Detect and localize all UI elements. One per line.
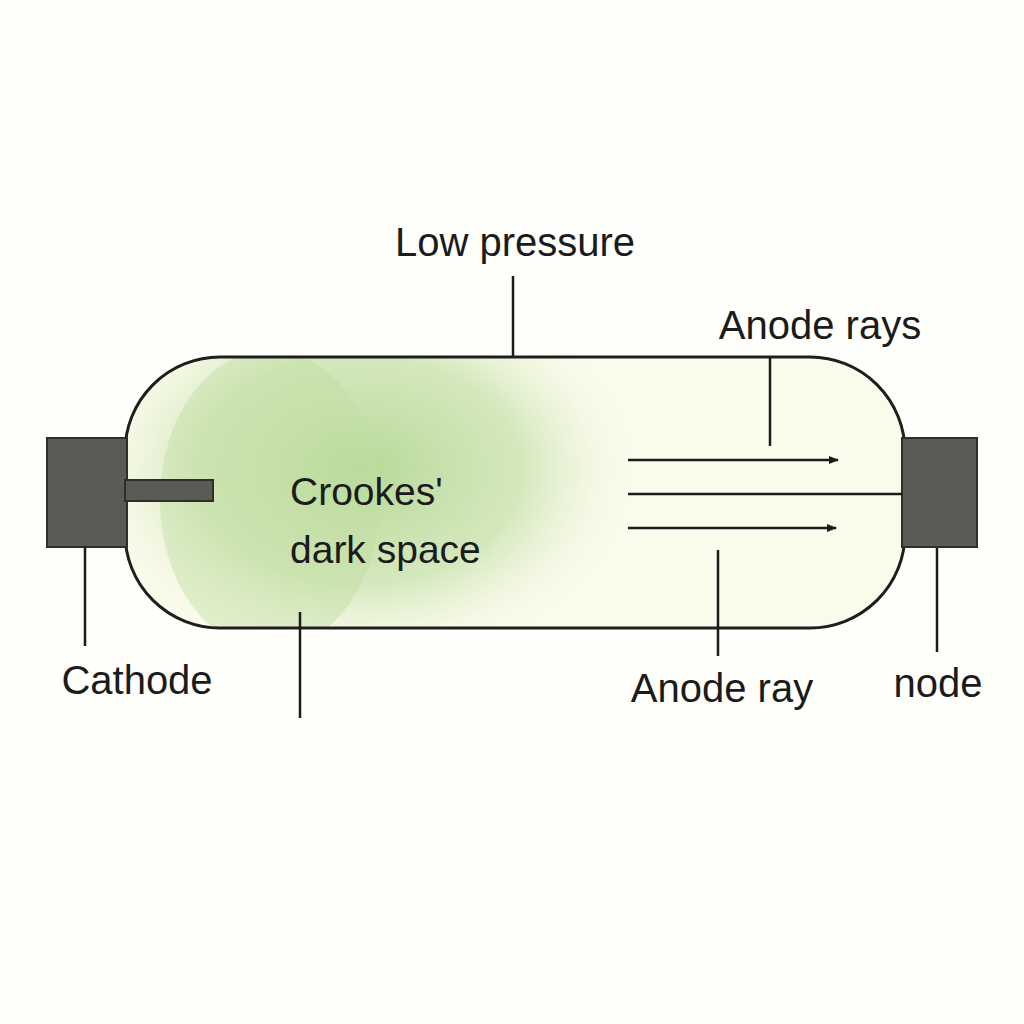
dark-space-glow	[125, 357, 630, 628]
discharge-tube: Crookes' dark space	[125, 357, 905, 628]
cathode-rod	[125, 480, 213, 501]
part-label: Cathode	[61, 656, 212, 704]
ray-arrow	[628, 527, 836, 530]
ray-arrow	[628, 459, 838, 462]
part-label: Low pressure	[395, 218, 635, 266]
leader-lines	[85, 276, 937, 718]
part-label: Anode rays	[719, 301, 921, 349]
anode-block	[902, 438, 977, 547]
ray-line	[628, 493, 902, 496]
part-label: node	[894, 659, 983, 707]
part-label: Anode ray	[631, 664, 813, 712]
region-label: Crookes' dark space	[290, 463, 522, 579]
cathode-block	[47, 438, 127, 547]
tube-outline	[125, 357, 905, 628]
